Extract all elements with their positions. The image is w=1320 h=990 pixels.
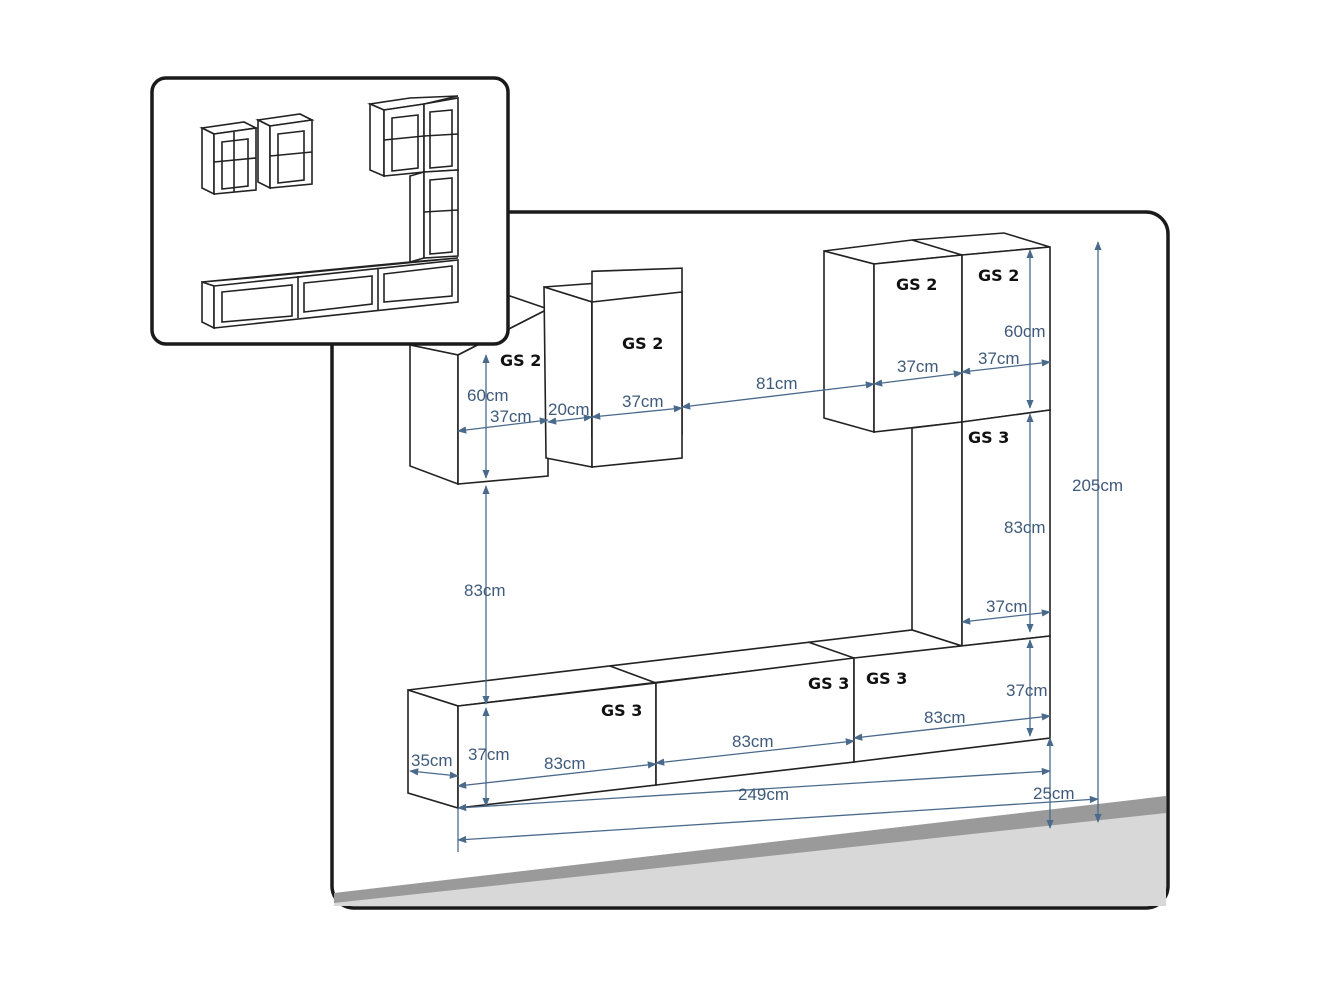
dim-left-drop-83: 83cm xyxy=(464,581,506,600)
dim-total-height-205: 205cm xyxy=(1072,476,1123,495)
dim-tall-width-37: 37cm xyxy=(986,597,1028,616)
inset-open-shelf-2 xyxy=(255,113,315,190)
dim-right-width-37-b: 37cm xyxy=(978,349,1020,368)
module-label-gs3-low-b: GS 3 xyxy=(808,674,849,693)
inset-overview xyxy=(150,76,510,346)
module-label-gs3-low-c: GS 3 xyxy=(866,669,907,688)
module-label-gs2-right-b: GS 2 xyxy=(978,266,1019,285)
dim-base-width-83-a: 83cm xyxy=(544,754,586,773)
module-label-gs3-tall: GS 3 xyxy=(968,428,1009,447)
dim-right-height-60: 60cm xyxy=(1004,322,1046,341)
dim-gap-81: 81cm xyxy=(756,374,798,393)
inset-l-unit xyxy=(201,95,459,330)
dim-base-width-83-b: 83cm xyxy=(732,732,774,751)
dim-second-width-37: 37cm xyxy=(622,392,664,411)
wall-cabinet-second xyxy=(543,267,683,468)
dim-base-height-37-left: 37cm xyxy=(468,745,510,764)
dim-base-height-37-right: 37cm xyxy=(1006,681,1048,700)
inset-open-shelf-1 xyxy=(199,121,259,196)
module-label-gs2-left: GS 2 xyxy=(500,351,541,370)
dim-left-width-37: 37cm xyxy=(490,407,532,426)
dimension-lines xyxy=(409,241,1102,852)
module-label-gs3-low-a: GS 3 xyxy=(601,701,642,720)
dim-base-width-83-c: 83cm xyxy=(924,708,966,727)
dim-floor-gap-25: 25cm xyxy=(1033,784,1075,803)
dim-tall-height-83: 83cm xyxy=(1004,518,1046,537)
dim-total-width-249: 249cm xyxy=(738,785,789,804)
module-label-gs2-right-a: GS 2 xyxy=(896,275,937,294)
dim-base-depth-35: 35cm xyxy=(411,751,453,770)
dim-left-height-60: 60cm xyxy=(467,386,509,405)
dim-right-width-37-a: 37cm xyxy=(897,357,939,376)
dim-gap-20: 20cm xyxy=(548,400,590,419)
module-label-gs2-second: GS 2 xyxy=(622,334,663,353)
